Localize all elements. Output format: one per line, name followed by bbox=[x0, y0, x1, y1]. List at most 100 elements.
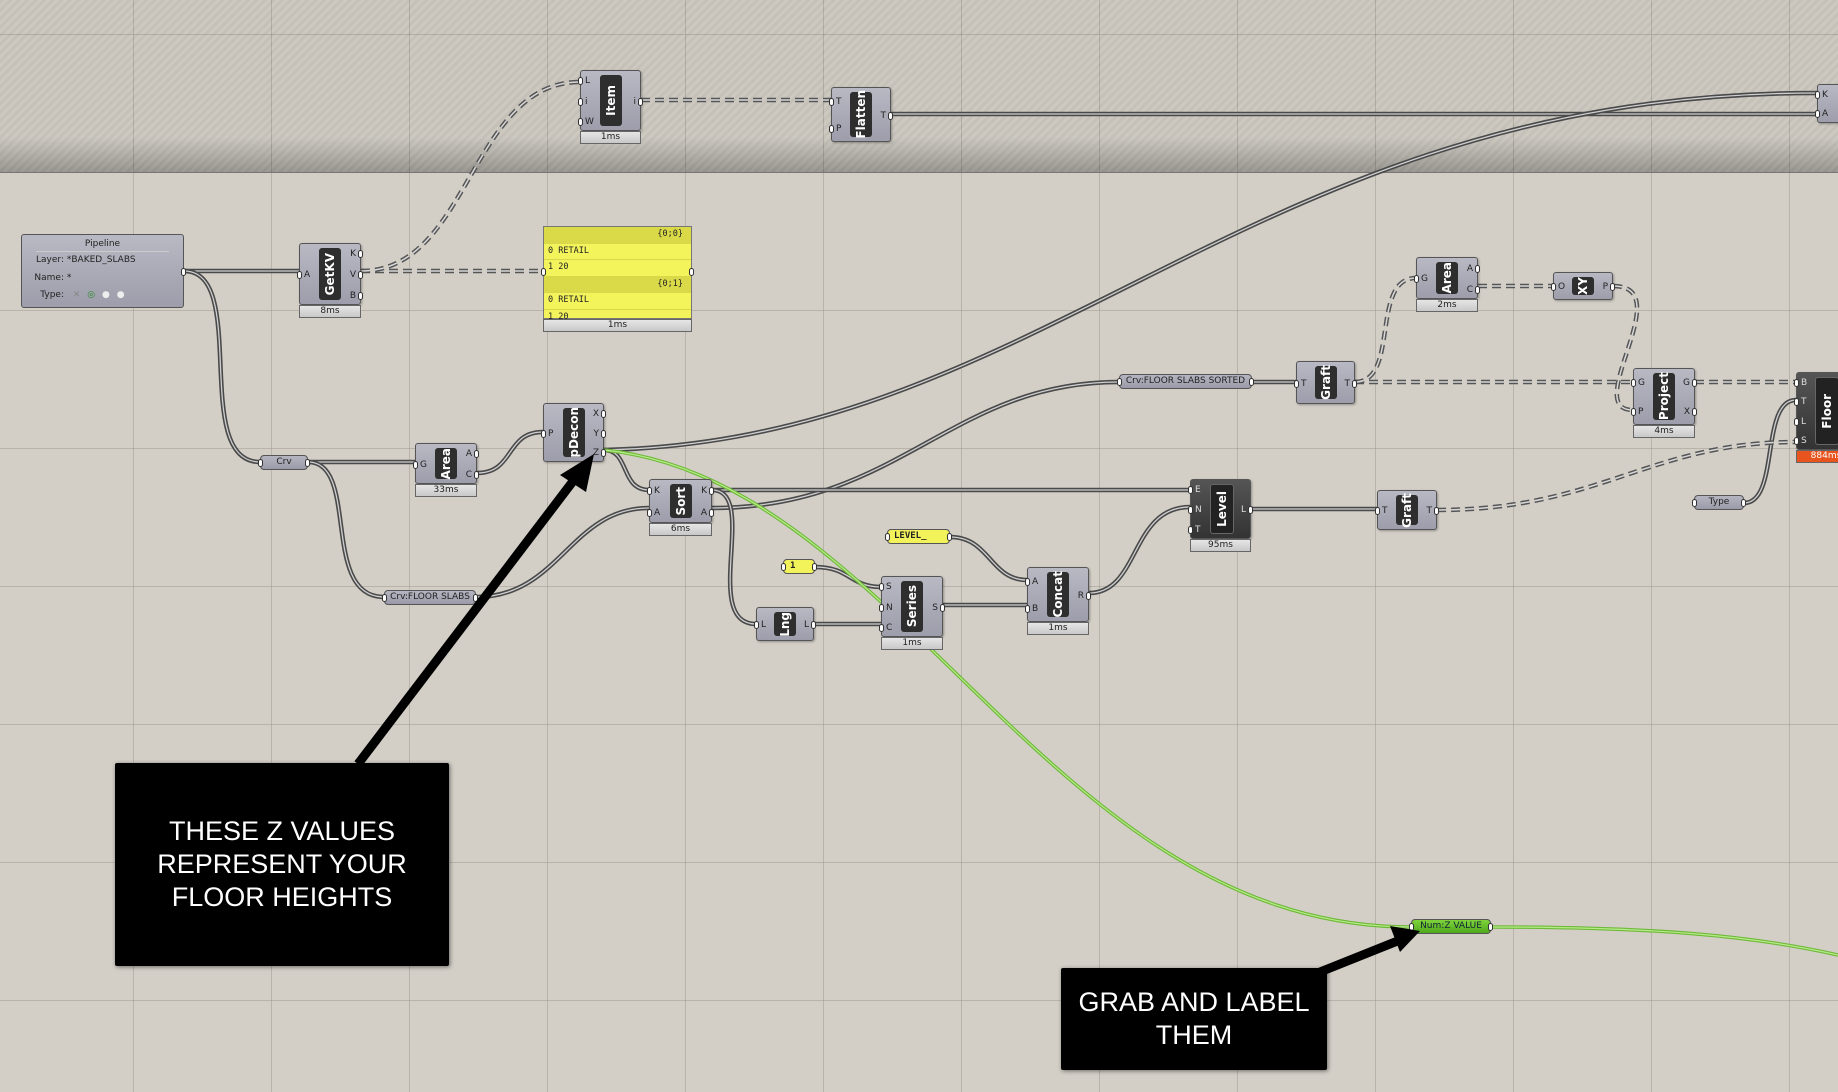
port-grip[interactable] bbox=[1117, 378, 1122, 386]
output-port-t[interactable]: T bbox=[880, 110, 887, 121]
input-port-n[interactable]: N bbox=[1195, 505, 1202, 515]
port-grip[interactable] bbox=[829, 97, 834, 106]
output-port-s[interactable]: S bbox=[932, 602, 938, 613]
output-port-p[interactable]: P bbox=[1602, 282, 1608, 292]
port-grip[interactable] bbox=[578, 97, 583, 106]
input-port-i[interactable]: i bbox=[585, 96, 588, 107]
port-grip[interactable] bbox=[1610, 283, 1615, 291]
port-grip[interactable] bbox=[305, 459, 310, 467]
port-grip[interactable] bbox=[1794, 417, 1799, 426]
port-grip[interactable] bbox=[413, 460, 418, 469]
port-grip[interactable] bbox=[829, 125, 834, 134]
one-param[interactable]: 1 bbox=[781, 559, 817, 574]
input-port-a[interactable]: A bbox=[1822, 109, 1829, 120]
port-grip[interactable] bbox=[647, 487, 652, 495]
input-port-t[interactable]: T bbox=[1801, 397, 1807, 408]
port-grip[interactable] bbox=[812, 563, 817, 571]
port-grip[interactable] bbox=[947, 533, 952, 541]
port-grip[interactable] bbox=[888, 111, 893, 120]
input-port-o[interactable]: O bbox=[1558, 282, 1566, 292]
port-grip[interactable] bbox=[709, 487, 714, 495]
port-grip[interactable] bbox=[647, 509, 652, 517]
port-grip[interactable] bbox=[638, 97, 643, 106]
zvalue-param[interactable]: Num:Z VALUE bbox=[1409, 919, 1493, 934]
output-port-i[interactable]: i bbox=[633, 96, 636, 107]
port-grip[interactable] bbox=[1551, 283, 1556, 291]
port-grip[interactable] bbox=[1741, 499, 1746, 507]
input-port-l[interactable]: L bbox=[761, 620, 767, 630]
port-grip[interactable] bbox=[541, 429, 546, 438]
port-grip[interactable] bbox=[358, 291, 363, 300]
output-port-a[interactable]: A bbox=[1466, 263, 1473, 274]
output-port-l[interactable]: L bbox=[803, 620, 809, 630]
port-grip[interactable] bbox=[1475, 285, 1480, 294]
input-port-w[interactable]: W bbox=[585, 116, 594, 127]
port-grip[interactable] bbox=[940, 603, 945, 612]
pipeline-component[interactable]: Pipeline Layer: *BAKED_SLABS Name: * Typ… bbox=[21, 234, 186, 308]
input-port-t[interactable]: T bbox=[1301, 378, 1307, 389]
output-port-a[interactable]: A bbox=[465, 449, 472, 460]
port-grip[interactable] bbox=[1352, 379, 1357, 388]
input-port-t[interactable]: T bbox=[836, 96, 842, 107]
port-grip[interactable] bbox=[1025, 605, 1030, 614]
input-port-p[interactable]: P bbox=[548, 428, 554, 439]
output-port-x[interactable]: X bbox=[592, 408, 599, 419]
input-port-b[interactable]: B bbox=[1032, 604, 1039, 615]
output-port[interactable] bbox=[689, 268, 694, 276]
port-grip[interactable] bbox=[601, 409, 606, 418]
port-grip[interactable] bbox=[1434, 507, 1439, 515]
port-grip[interactable] bbox=[811, 621, 816, 629]
input-port-g[interactable]: G bbox=[1638, 378, 1645, 389]
port-grip[interactable] bbox=[1188, 486, 1193, 494]
curve-type-icon[interactable]: ◎ bbox=[87, 290, 96, 300]
output-port-c[interactable]: C bbox=[465, 469, 472, 480]
port-grip[interactable] bbox=[754, 621, 759, 629]
port-grip[interactable] bbox=[1188, 506, 1193, 514]
port-grip[interactable] bbox=[578, 77, 583, 86]
port-grip[interactable] bbox=[1794, 378, 1799, 387]
crv-param[interactable]: Crv bbox=[258, 455, 310, 470]
input-port[interactable] bbox=[541, 268, 546, 276]
levelprefix-param[interactable]: LEVEL_ bbox=[885, 529, 952, 544]
input-port-t[interactable]: T bbox=[1382, 506, 1388, 516]
port-grip[interactable] bbox=[1188, 526, 1193, 534]
surface-type-icon[interactable]: ● bbox=[102, 290, 110, 300]
port-grip[interactable] bbox=[1488, 923, 1493, 931]
type-param[interactable]: Type bbox=[1692, 495, 1746, 510]
port-grip[interactable] bbox=[474, 450, 479, 459]
input-port-e[interactable]: E bbox=[1195, 485, 1201, 495]
port-grip[interactable] bbox=[1794, 437, 1799, 446]
input-port-a[interactable]: A bbox=[304, 270, 311, 280]
output-port-b[interactable]: B bbox=[349, 290, 356, 301]
port-grip[interactable] bbox=[1248, 506, 1253, 514]
input-port-p[interactable]: P bbox=[836, 124, 842, 135]
input-port-b[interactable]: B bbox=[1801, 377, 1808, 388]
input-port-a[interactable]: A bbox=[654, 508, 661, 518]
port-grip[interactable] bbox=[258, 459, 263, 467]
port-grip[interactable] bbox=[601, 449, 606, 458]
port-grip[interactable] bbox=[1375, 507, 1380, 515]
input-port-s[interactable]: S bbox=[886, 582, 892, 593]
port-grip[interactable] bbox=[1692, 499, 1697, 507]
output-port-a[interactable]: A bbox=[700, 508, 707, 518]
data-panel[interactable]: {0;0} 0 RETAIL 1 20 {0;1} 0 RETAIL 1 20 bbox=[541, 226, 694, 326]
port-grip[interactable] bbox=[1409, 923, 1414, 931]
output-port-l[interactable]: L bbox=[1240, 505, 1246, 515]
port-grip[interactable] bbox=[1475, 264, 1480, 273]
port-grip[interactable] bbox=[1025, 577, 1030, 586]
port-grip[interactable] bbox=[473, 594, 478, 602]
input-port-p[interactable]: P bbox=[1638, 406, 1644, 417]
port-grip[interactable] bbox=[358, 271, 363, 279]
input-port-l[interactable]: L bbox=[585, 76, 591, 87]
port-grip[interactable] bbox=[879, 583, 884, 592]
port-grip[interactable] bbox=[1815, 90, 1820, 99]
output-port-v[interactable]: V bbox=[349, 270, 356, 280]
